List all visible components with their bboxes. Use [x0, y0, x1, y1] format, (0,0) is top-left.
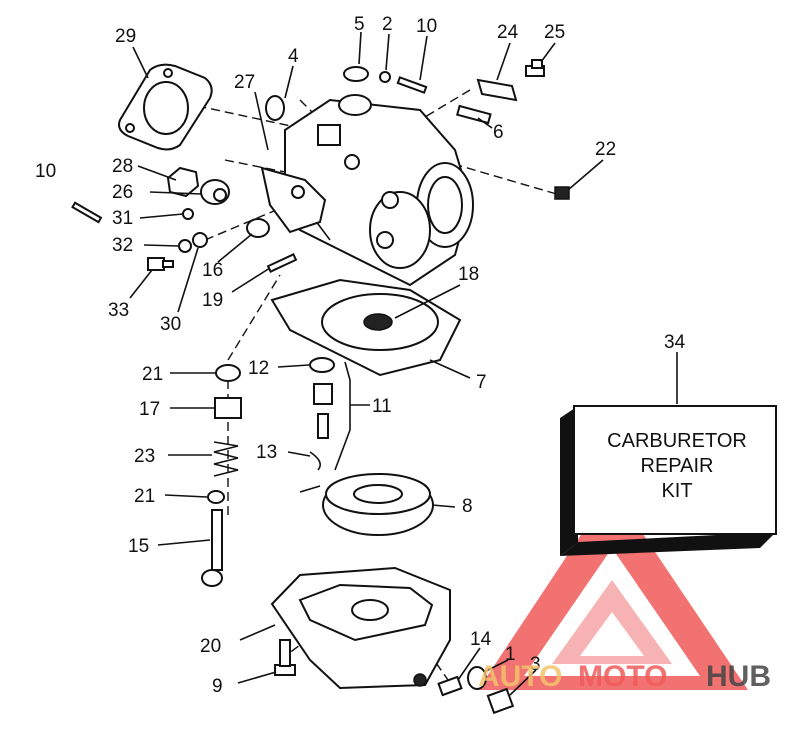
callout-10-top: 10 [416, 16, 437, 37]
callout-6: 6 [493, 122, 504, 143]
washer-12 [309, 357, 335, 373]
kit-line-3: KIT [661, 480, 692, 502]
washer-16 [246, 218, 270, 238]
callout-24: 24 [497, 22, 519, 43]
callout-28: 28 [112, 156, 133, 177]
gasket-29 [118, 63, 213, 151]
callout-12: 12 [248, 358, 269, 379]
needle-6 [456, 104, 492, 125]
washer-32 [178, 239, 192, 253]
callout-9: 9 [212, 676, 223, 697]
callout-26: 26 [112, 182, 133, 203]
watermark-moto: MOTO [578, 660, 667, 693]
callout-10-left: 10 [35, 161, 56, 182]
callout-18: 18 [458, 264, 479, 285]
float-8 [299, 473, 434, 536]
watermark-auto: AUTO [478, 660, 562, 693]
clip-13 [309, 451, 321, 471]
callout-4: 4 [288, 46, 299, 67]
leader-lines [129, 31, 678, 696]
plug-5 [343, 66, 369, 82]
callout-21-top: 21 [142, 364, 163, 385]
jet-17 [214, 397, 242, 419]
callout-13: 13 [256, 442, 277, 463]
plate-24 [476, 78, 518, 102]
screw-22 [554, 186, 570, 200]
callout-27: 27 [234, 72, 255, 93]
pin-19 [266, 253, 298, 273]
repair-kit-box: CARBURETOR REPAIR KIT [560, 405, 777, 556]
hinge-pin-11 [334, 361, 351, 471]
float-bowl-20 [270, 566, 451, 690]
callout-32: 32 [112, 235, 133, 256]
callout-16: 16 [202, 260, 223, 281]
carburetor-body [284, 94, 474, 287]
ball-2 [379, 71, 391, 83]
washer-1 [467, 666, 487, 690]
callout-11: 11 [372, 396, 392, 417]
bracket-27 [260, 166, 327, 234]
watermark-logo [478, 488, 748, 690]
fitting-26 [200, 179, 230, 205]
gasket-21-top [215, 364, 241, 382]
callout-19: 19 [202, 290, 223, 311]
callout-2: 2 [382, 14, 393, 35]
callout-3: 3 [530, 654, 541, 675]
seal-18 [363, 313, 393, 331]
screw-33 [147, 257, 174, 271]
callout-21-bottom: 21 [134, 486, 155, 507]
screw-3 [486, 687, 515, 715]
callout-33: 33 [108, 300, 129, 321]
callout-23: 23 [134, 446, 155, 467]
plug-4 [265, 95, 285, 121]
watermark-wordmark: AUTO MOTO HUB [478, 660, 771, 693]
spring-23 [213, 441, 239, 477]
needle-seat [313, 383, 333, 439]
callout-17: 17 [139, 399, 160, 420]
screw-9 [274, 639, 296, 676]
pin-10-left [71, 201, 103, 224]
callout-22: 22 [595, 139, 616, 160]
washer-31 [182, 208, 194, 220]
callout-7: 7 [476, 372, 487, 393]
kit-line-1: CARBURETOR [607, 430, 747, 452]
callout-25: 25 [544, 22, 565, 43]
callout-29: 29 [115, 26, 136, 47]
gasket-21-bottom [207, 490, 225, 504]
lockwasher-30 [192, 232, 208, 248]
callout-labels: 29 5 2 10 24 25 4 27 6 22 10 28 26 31 32… [35, 14, 686, 697]
callout-20: 20 [200, 636, 221, 657]
callout-34: 34 [664, 332, 686, 353]
bracket-hole [291, 185, 305, 199]
callout-14: 14 [470, 629, 492, 650]
watermark-triangle-hole [580, 612, 644, 656]
callout-1: 1 [505, 644, 516, 665]
nut-28 [166, 166, 200, 198]
screw-15 [201, 509, 223, 587]
callout-31: 31 [112, 208, 133, 229]
kit-line-2: REPAIR [641, 455, 714, 477]
pin-10-top [396, 76, 428, 94]
callout-8: 8 [462, 496, 473, 517]
callout-15: 15 [128, 536, 149, 557]
screw-14 [437, 675, 463, 697]
callout-5: 5 [354, 14, 365, 35]
callout-30: 30 [160, 314, 181, 335]
screw-25 [525, 59, 545, 77]
watermark-hub: HUB [706, 660, 771, 693]
